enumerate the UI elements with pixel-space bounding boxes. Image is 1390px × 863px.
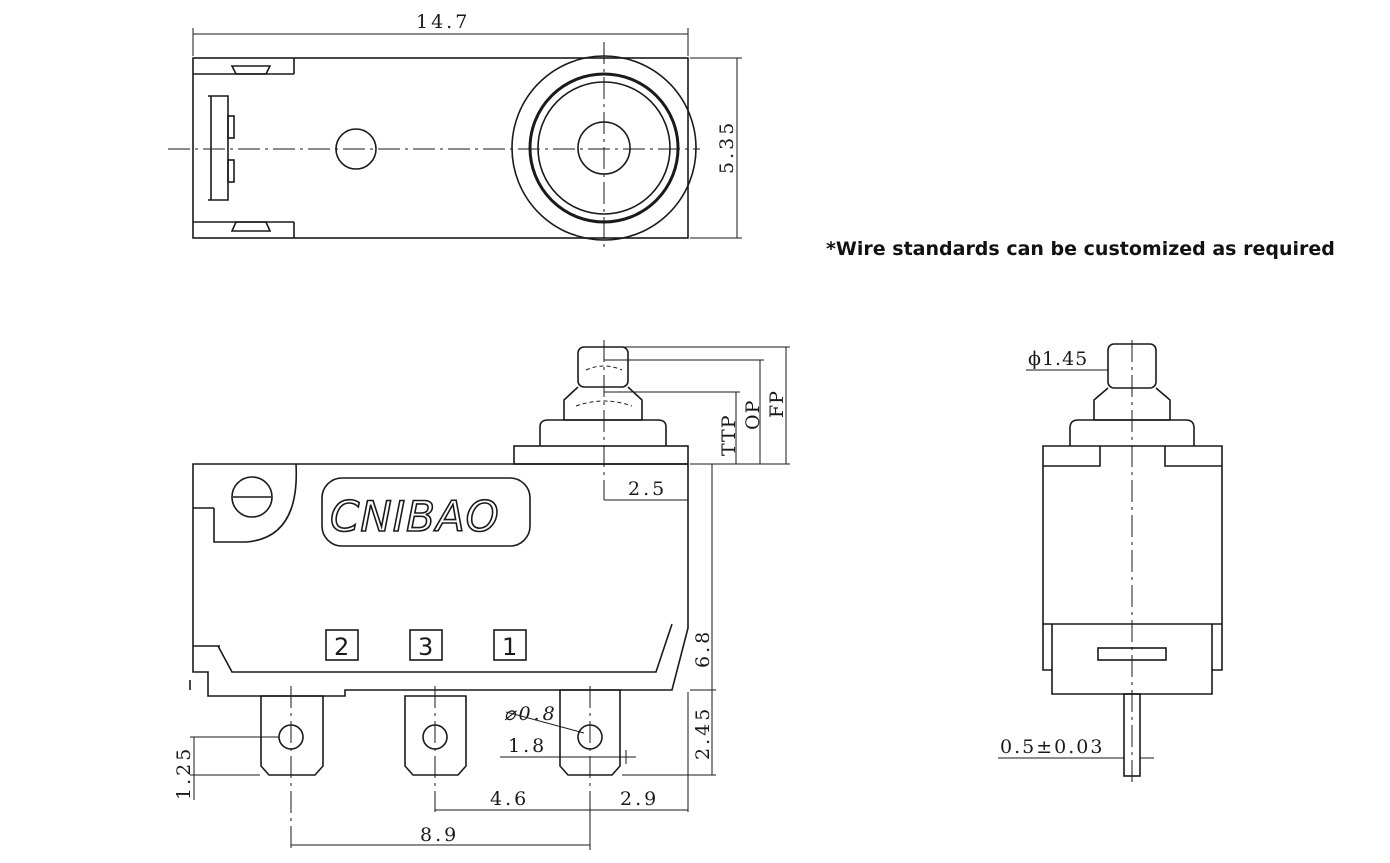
dim-pitch-a: 4.6 [490, 788, 529, 810]
dim-hole-dia: ⌀0.8 [504, 703, 558, 725]
dim-fp: FP [766, 390, 788, 418]
terminal-label-3: 3 [418, 633, 433, 661]
dim-hole-offset: 1.8 [508, 735, 547, 757]
dim-pitch-b: 2.9 [620, 788, 659, 810]
wire-standards-note: *Wire standards can be customized as req… [826, 238, 1335, 260]
top-view: 14.7 5.35 [168, 11, 742, 250]
dim-body-height: 6.8 [692, 629, 714, 668]
dim-top-width: 5.35 [716, 120, 738, 174]
terminal-label-1: 1 [502, 633, 517, 661]
dim-span: 8.9 [420, 824, 459, 846]
dim-pin-width: 2.5 [628, 478, 667, 500]
dim-term-length: 2.45 [692, 706, 714, 760]
dim-ttp: TTP [718, 415, 740, 456]
dim-op: OP [742, 400, 764, 430]
dim-top-length: 14.7 [416, 11, 470, 33]
dim-hole-height: 1.25 [173, 746, 195, 800]
dim-wire-dia: 0.5±0.03 [1000, 736, 1104, 758]
front-view: CNIBAO 2 3 1 TTP OP FP 2.5 [173, 340, 790, 850]
side-view: ϕ1.45 0.5±0.03 [998, 340, 1223, 785]
dim-plunger-dia: ϕ1.45 [1028, 348, 1088, 370]
terminal-label-2: 2 [334, 633, 349, 661]
brand-logo: CNIBAO [330, 492, 500, 541]
